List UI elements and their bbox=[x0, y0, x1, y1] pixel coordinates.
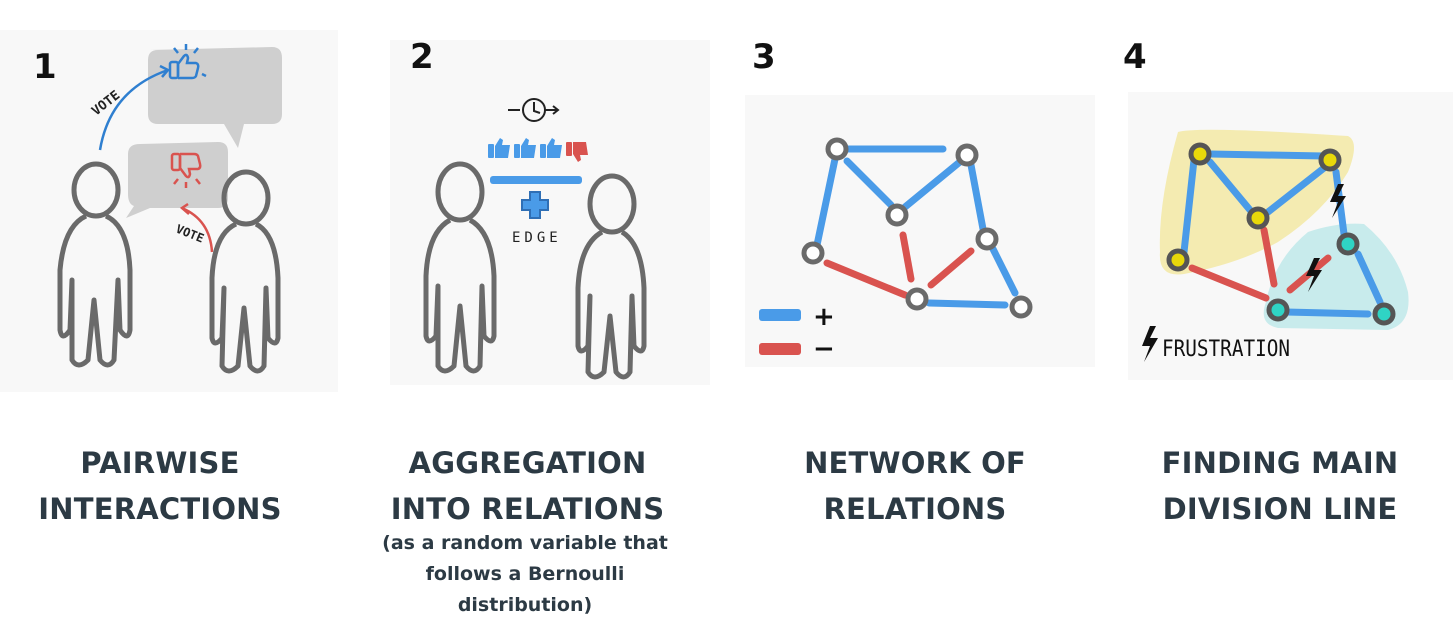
frustration-label: FRUSTRATION bbox=[1162, 337, 1290, 362]
person-right bbox=[209, 169, 281, 374]
division-line-sketch: FRUSTRATION bbox=[1142, 129, 1409, 362]
step-number-1: 1 bbox=[33, 47, 57, 87]
edge-positive bbox=[1354, 250, 1384, 306]
edge-positive bbox=[1282, 308, 1372, 318]
network-node-group-b bbox=[1336, 232, 1360, 256]
network-node bbox=[975, 227, 999, 251]
step-2-note: (as a random variable that follows a Ber… bbox=[360, 528, 690, 621]
legend-positive-swatch bbox=[759, 309, 801, 321]
network-sketch: + − bbox=[759, 137, 1033, 364]
network-node-group-a bbox=[1166, 248, 1190, 272]
note-line: (as a random variable that bbox=[382, 532, 668, 554]
vote-arrow-top bbox=[98, 68, 169, 151]
caption-line: DIVISION LINE bbox=[1162, 492, 1398, 526]
speech-bubble-top bbox=[148, 47, 282, 148]
step-number-4: 4 bbox=[1123, 37, 1147, 77]
step-1-caption: PAIRWISE INTERACTIONS bbox=[10, 440, 310, 532]
network-node-group-a bbox=[1246, 206, 1270, 230]
edge-negative bbox=[899, 231, 915, 283]
step-4-caption: FINDING MAIN DIVISION LINE bbox=[1135, 440, 1425, 532]
lightning-icon bbox=[1330, 184, 1346, 218]
thumbs-up-icon bbox=[488, 138, 562, 158]
caption-line: INTERACTIONS bbox=[38, 492, 282, 526]
network-node-group-b bbox=[1266, 298, 1290, 322]
caption-line: PAIRWISE bbox=[80, 446, 240, 480]
person-left bbox=[57, 161, 133, 368]
thumbs-down-icon bbox=[170, 152, 202, 188]
person-right bbox=[575, 173, 647, 380]
thumbs-down-icon bbox=[566, 142, 588, 162]
caption-line: FINDING MAIN bbox=[1161, 446, 1399, 480]
pairwise-interactions-sketch: VOTE VOTE bbox=[57, 44, 282, 374]
edge-negative bbox=[823, 259, 909, 299]
lightning-icon bbox=[1306, 258, 1322, 292]
caption-line: RELATIONS bbox=[823, 492, 1007, 526]
note-line: follows a Bernoulli bbox=[425, 563, 625, 585]
edge-positive bbox=[967, 161, 987, 233]
edge-bar bbox=[490, 176, 582, 184]
note-line: distribution) bbox=[457, 594, 593, 616]
step-number-3: 3 bbox=[752, 37, 776, 77]
legend-negative-swatch bbox=[759, 343, 801, 355]
network-node-group-a bbox=[1318, 148, 1342, 172]
plus-icon bbox=[521, 191, 549, 219]
panel-3-background bbox=[745, 95, 1095, 367]
edge-positive bbox=[901, 157, 965, 211]
lightning-icon bbox=[1142, 326, 1158, 362]
network-node bbox=[885, 203, 909, 227]
caption-line: NETWORK OF bbox=[804, 446, 1026, 480]
clock-arrow-icon bbox=[508, 98, 560, 122]
edge-positive bbox=[813, 155, 839, 249]
person-left bbox=[423, 161, 497, 374]
edge-positive bbox=[1264, 164, 1328, 216]
group-b-hull bbox=[1263, 223, 1409, 330]
caption-line: INTO RELATIONS bbox=[390, 492, 665, 526]
edge-positive bbox=[1206, 150, 1328, 160]
network-node bbox=[801, 241, 825, 265]
step-number-2: 2 bbox=[410, 37, 434, 77]
thumbs-up-icon bbox=[168, 44, 207, 80]
vote-label-bottom: VOTE bbox=[174, 222, 206, 246]
network-node-group-a bbox=[1188, 142, 1212, 166]
vote-label-top: VOTE bbox=[89, 88, 123, 119]
edge-positive bbox=[925, 299, 1009, 309]
step-2-caption: AGGREGATION INTO RELATIONS bbox=[375, 440, 680, 532]
network-node bbox=[955, 143, 979, 167]
aggregation-sketch: EDGE bbox=[423, 98, 647, 380]
edge-label: EDGE bbox=[512, 230, 562, 246]
edge-positive bbox=[989, 245, 1019, 297]
step-3-caption: NETWORK OF RELATIONS bbox=[770, 440, 1060, 532]
edge-negative bbox=[1188, 264, 1270, 302]
network-node bbox=[905, 287, 929, 311]
edge-positive bbox=[1206, 158, 1254, 214]
caption-line: AGGREGATION bbox=[408, 446, 647, 480]
network-node bbox=[1009, 295, 1033, 319]
group-a-hull bbox=[1159, 129, 1354, 275]
edge-positive bbox=[1180, 156, 1198, 256]
network-node bbox=[825, 137, 849, 161]
legend-positive-label: + bbox=[813, 302, 835, 332]
legend-negative-label: − bbox=[813, 334, 835, 364]
edge-positive bbox=[843, 157, 895, 209]
edge-negative bbox=[1260, 226, 1278, 288]
edge-negative bbox=[927, 247, 975, 289]
network-node-group-b bbox=[1372, 302, 1396, 326]
